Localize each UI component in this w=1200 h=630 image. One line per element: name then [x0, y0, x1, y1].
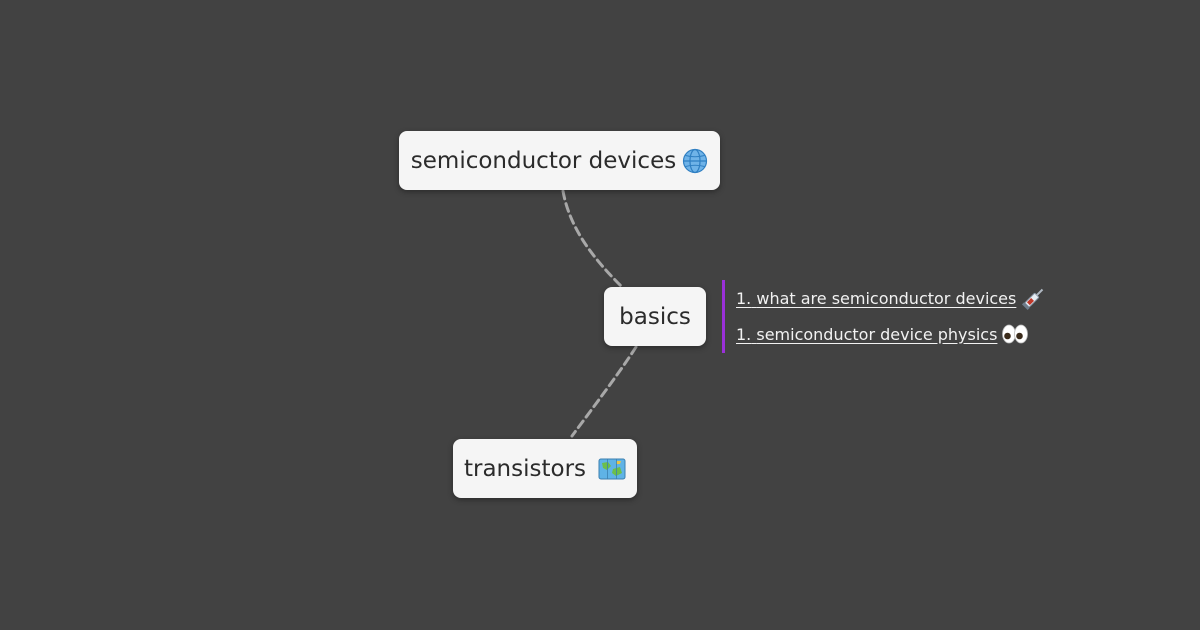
node-basics[interactable]: basics — [604, 287, 706, 346]
link-item: 1. semiconductor device physics — [736, 316, 1062, 352]
eyes-icon — [1001, 323, 1029, 345]
basics-links-panel: 1. what are semiconductor devices 1. sem… — [722, 280, 1062, 353]
node-transistors[interactable]: transistors — [453, 439, 637, 498]
node-label-transistors: transistors — [463, 455, 587, 482]
link-what-are-semiconductor-devices[interactable]: 1. what are semiconductor devices — [736, 289, 1016, 308]
link-label: what are semiconductor devices — [756, 288, 1017, 308]
link-number: 1. — [736, 324, 752, 344]
node-label-semiconductor-devices: semiconductor devices — [410, 147, 677, 174]
link-item: 1. what are semiconductor devices — [736, 280, 1062, 316]
link-semiconductor-device-physics[interactable]: 1. semiconductor device physics — [736, 325, 997, 344]
globe-icon — [682, 148, 708, 174]
node-label-basics: basics — [619, 303, 691, 330]
link-label: semiconductor device physics — [756, 324, 998, 344]
link-number: 1. — [736, 288, 752, 308]
syringe-icon — [1020, 284, 1048, 312]
edge-basics-transistors — [570, 345, 638, 438]
node-semiconductor-devices[interactable]: semiconductor devices — [399, 131, 720, 190]
edge-root-basics — [561, 189, 624, 289]
map-icon — [598, 457, 626, 481]
